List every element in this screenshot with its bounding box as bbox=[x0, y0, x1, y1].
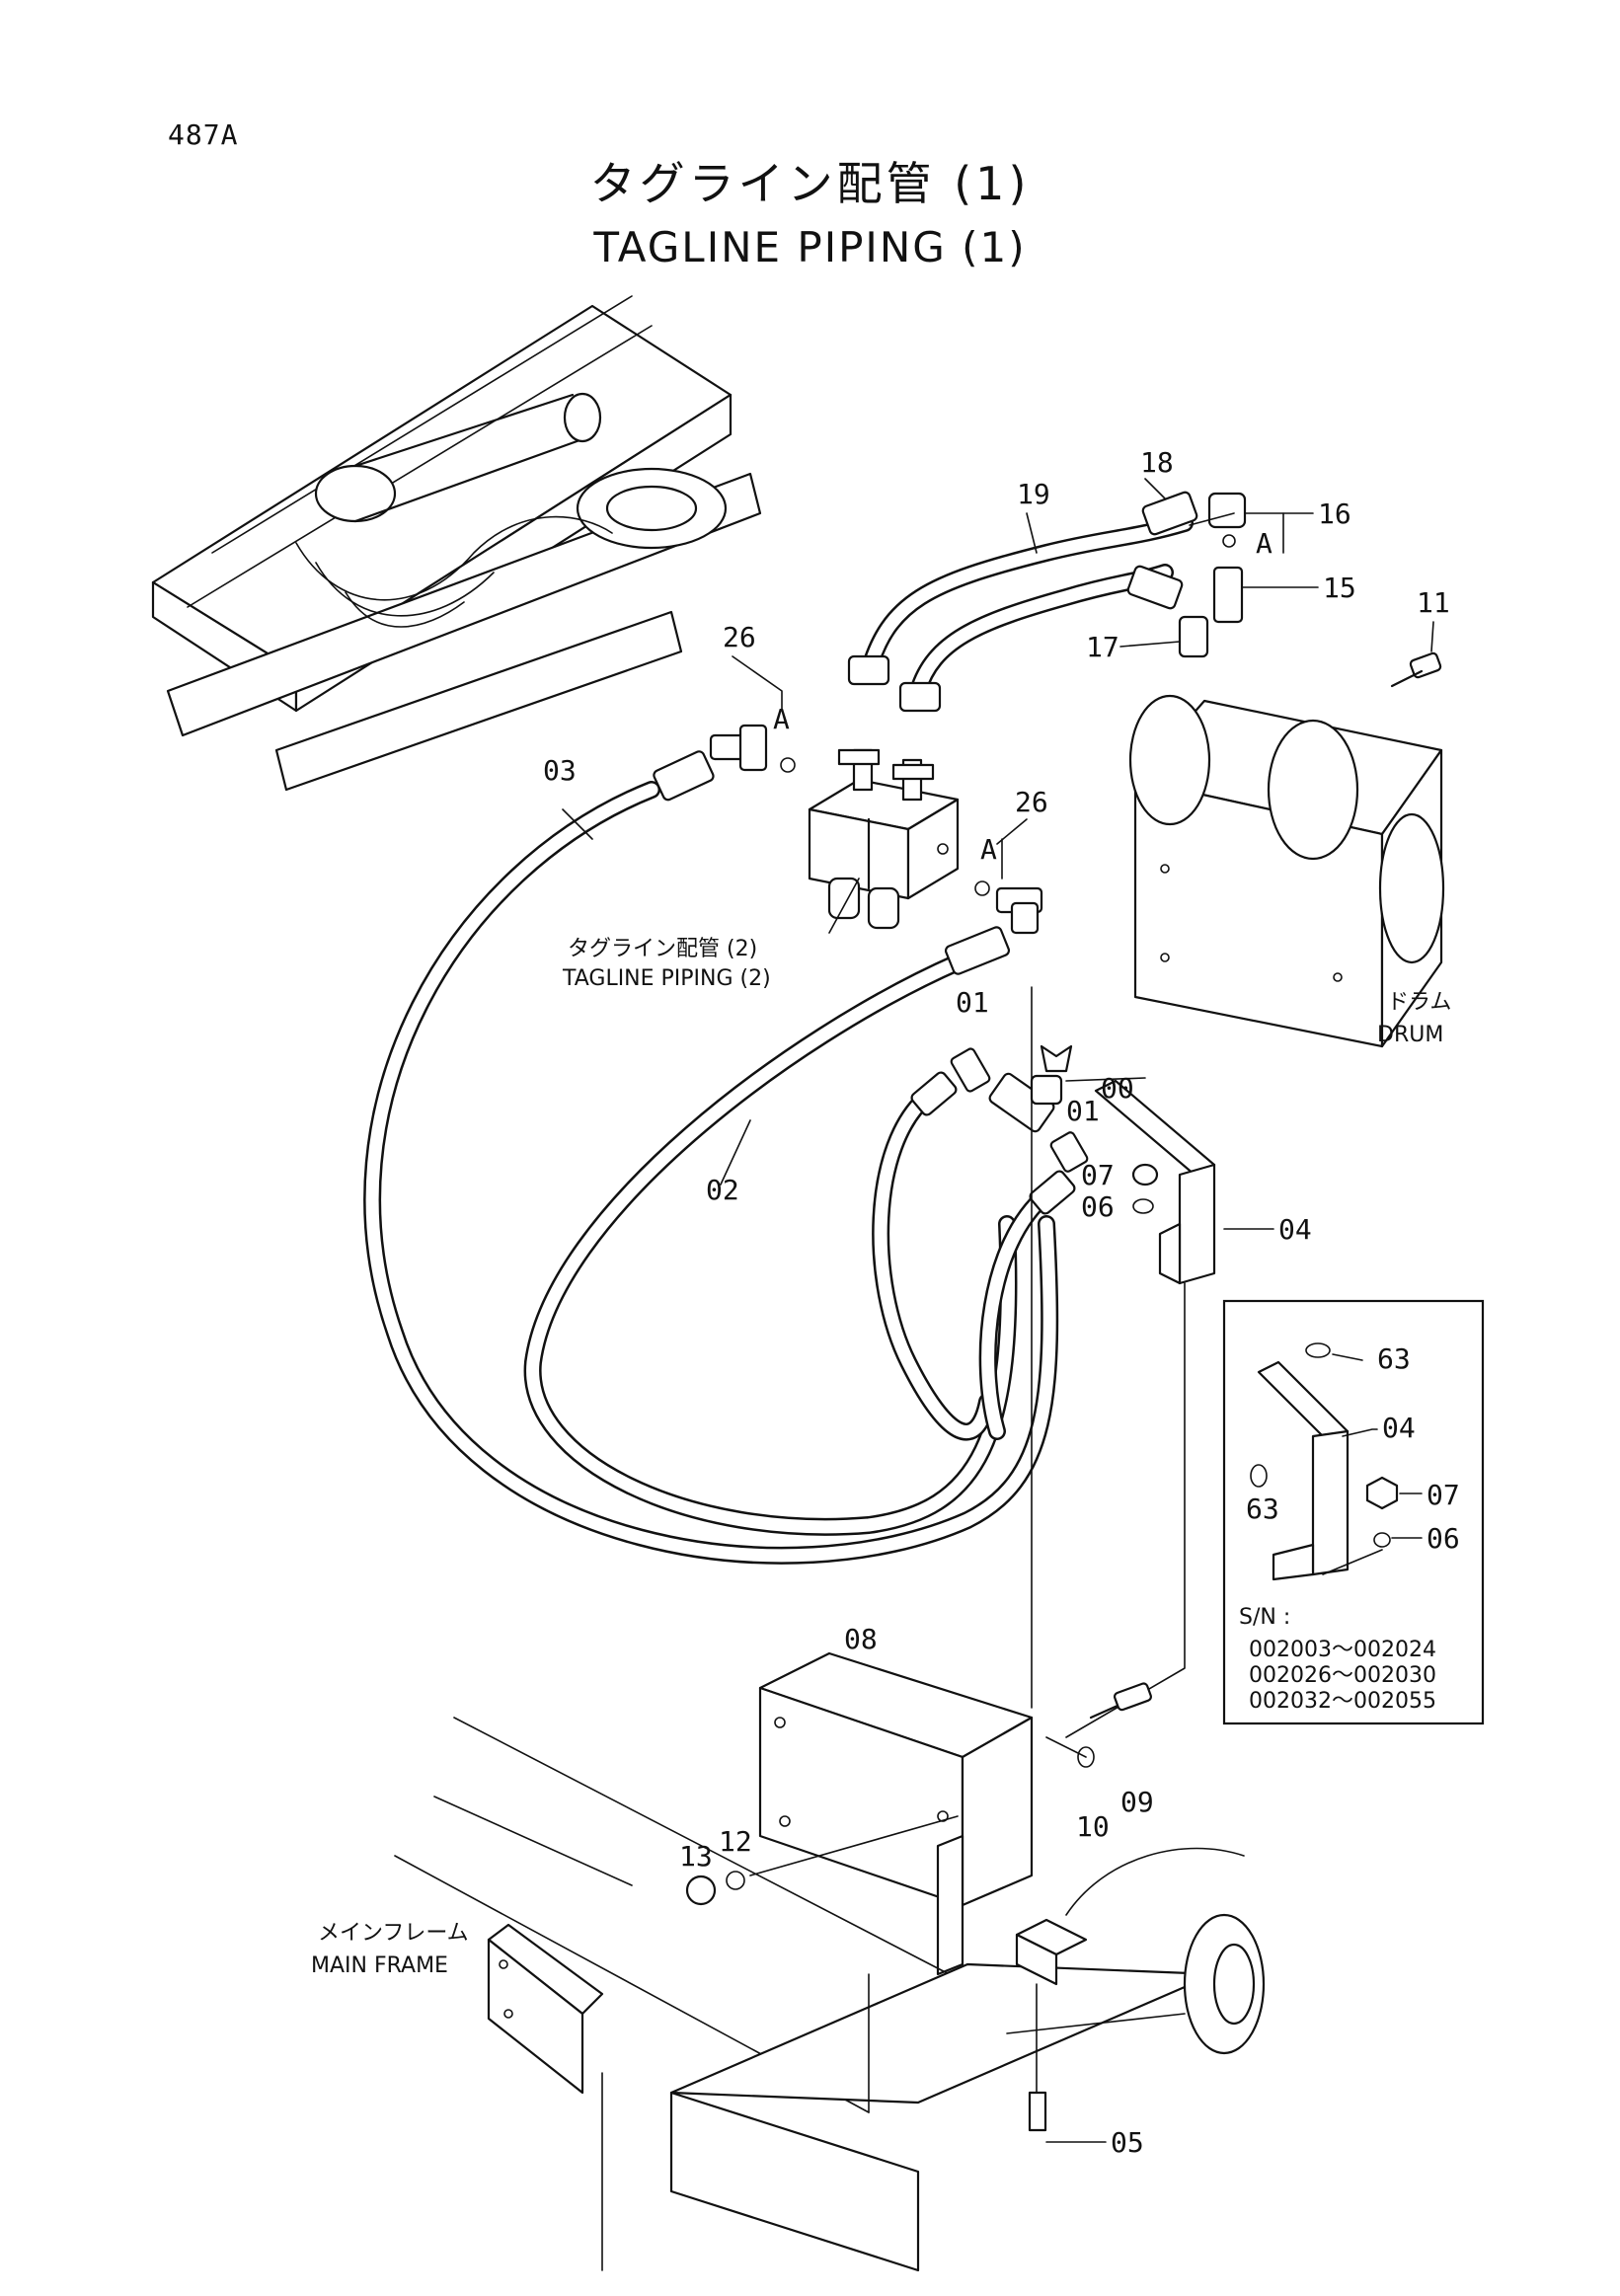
callout-03: 03 bbox=[543, 754, 577, 787]
detail-a-upper: A bbox=[773, 703, 790, 735]
callout-00: 00 bbox=[1101, 1072, 1134, 1105]
boom-assembly bbox=[151, 295, 762, 792]
callout-19: 19 bbox=[1017, 478, 1050, 510]
bracket-08 bbox=[685, 1651, 1152, 1976]
callout-17: 17 bbox=[1086, 631, 1119, 663]
callout-08: 08 bbox=[844, 1623, 878, 1655]
inset-sn-label: S/N : bbox=[1239, 1605, 1290, 1630]
detail-a-right: A bbox=[1256, 527, 1273, 560]
inset-callout-07: 07 bbox=[1427, 1479, 1460, 1511]
hoses-19-18 bbox=[847, 491, 1247, 713]
drum-label-jp: ドラム bbox=[1387, 990, 1451, 1015]
callout-16: 16 bbox=[1318, 497, 1351, 530]
callout-04: 04 bbox=[1278, 1213, 1312, 1246]
inset-sn-range-1: 002003～002024 bbox=[1249, 1638, 1436, 1662]
leader-lines bbox=[562, 478, 1434, 2143]
valve-block bbox=[709, 724, 1043, 935]
inset-callout-63-left: 63 bbox=[1246, 1492, 1279, 1525]
callout-18: 18 bbox=[1140, 446, 1174, 479]
bracket-04 bbox=[1094, 1079, 1216, 1285]
inset-sn-range-2: 002026～002030 bbox=[1249, 1663, 1436, 1688]
callout-26-lower: 26 bbox=[1015, 786, 1048, 818]
callout-11: 11 bbox=[1417, 586, 1450, 619]
callout-01-lower: 01 bbox=[1066, 1095, 1100, 1127]
callout-02: 02 bbox=[706, 1174, 739, 1206]
callout-01-upper: 01 bbox=[956, 986, 989, 1019]
mainframe-label-jp: メインフレーム bbox=[318, 1921, 469, 1946]
title-japanese: タグライン配管 (1) bbox=[589, 157, 1031, 210]
tagline-piping-2-jp: タグライン配管 (2) bbox=[568, 937, 757, 961]
detail-a-lower: A bbox=[980, 833, 997, 866]
title-english: TAGLINE PIPING (1) bbox=[593, 223, 1027, 271]
reference-labels: タグライン配管 (2) TAGLINE PIPING (2) ドラム DRUM … bbox=[311, 937, 1451, 1978]
hose-02 bbox=[523, 926, 1018, 1536]
callout-06: 06 bbox=[1081, 1190, 1115, 1223]
hose-03 bbox=[363, 750, 1059, 1565]
callout-09: 09 bbox=[1120, 1786, 1154, 1818]
callout-26-upper: 26 bbox=[723, 621, 756, 653]
callout-10: 10 bbox=[1076, 1810, 1110, 1843]
inset-callout-63-top: 63 bbox=[1377, 1342, 1411, 1375]
main-frame bbox=[394, 1717, 1266, 2272]
page-id: 487A bbox=[168, 118, 239, 151]
inset-callout-04: 04 bbox=[1382, 1412, 1416, 1444]
callout-12: 12 bbox=[719, 1825, 752, 1858]
inset-callout-06: 06 bbox=[1427, 1522, 1460, 1555]
inset-sn-range-3: 002032～002055 bbox=[1249, 1689, 1436, 1714]
callout-labels: 00 01 01 02 03 04 05 06 07 08 09 10 11 1… bbox=[543, 446, 1450, 2159]
mainframe-label-en: MAIN FRAME bbox=[311, 1953, 448, 1978]
callout-13: 13 bbox=[679, 1840, 713, 1873]
tagline-piping-2-en: TAGLINE PIPING (2) bbox=[562, 966, 771, 991]
inset-detail: 63 63 04 07 06 S/N : 002003～002024 00202… bbox=[1222, 1299, 1485, 1725]
callout-07: 07 bbox=[1081, 1159, 1115, 1191]
drum bbox=[1128, 651, 1445, 1048]
guide-lines bbox=[1031, 986, 1186, 1738]
callout-15: 15 bbox=[1323, 572, 1356, 604]
drum-label-en: DRUM bbox=[1377, 1023, 1443, 1047]
title-block: タグライン配管 (1) TAGLINE PIPING (1) bbox=[0, 148, 1620, 271]
hoses-to-valve bbox=[872, 1044, 1089, 1441]
callout-05: 05 bbox=[1111, 2126, 1144, 2159]
